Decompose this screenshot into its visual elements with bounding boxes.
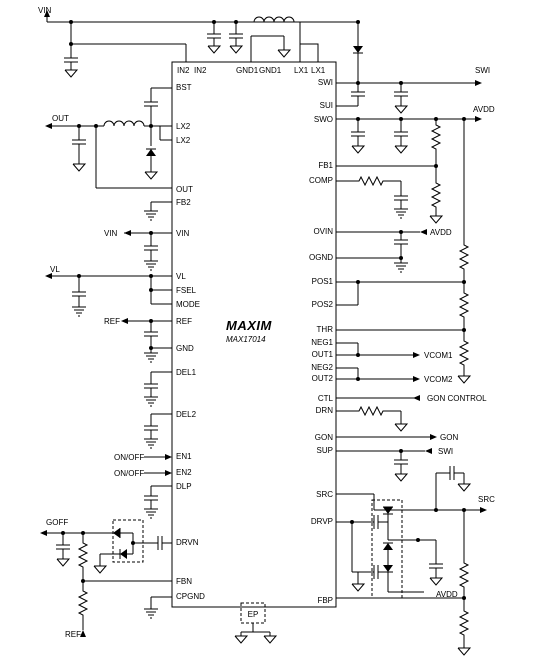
onoff2-label: ON/OFF	[114, 469, 144, 478]
avdd-label: AVDD	[473, 105, 495, 114]
pin-pos2: POS2	[312, 300, 334, 309]
pin-in2-b: IN2	[194, 66, 207, 75]
pin-thr: THR	[317, 325, 334, 334]
swi-net: SWI	[336, 66, 490, 114]
pin-drvn: DRVN	[176, 538, 199, 547]
ovin-net: AVDD	[336, 228, 452, 273]
out-label: OUT	[52, 114, 69, 123]
pin-sui: SUI	[320, 101, 333, 110]
pin-drn: DRN	[316, 406, 334, 415]
avdd-net: AVDD	[336, 105, 495, 384]
pin-lx1-a: LX1	[294, 66, 309, 75]
pin-neg2: NEG2	[311, 363, 333, 372]
pin-in2-a: IN2	[177, 66, 190, 75]
vl-label: VL	[50, 265, 60, 274]
pin-gnd1-b: GND1	[259, 66, 282, 75]
pin-src: SRC	[316, 490, 333, 499]
pin-gnd: GND	[176, 344, 194, 353]
pin-lx1-b: LX1	[311, 66, 326, 75]
pin-ep: EP	[248, 610, 259, 619]
src-net: SRC	[336, 465, 495, 656]
avdd-ovin-label: AVDD	[430, 228, 452, 237]
pin-out1: OUT1	[312, 350, 334, 359]
avdd-bottom-label: AVDD	[436, 590, 458, 599]
ref-bottom-label: REF	[65, 630, 81, 639]
pin-sup: SUP	[317, 446, 333, 455]
pin-fbn: FBN	[176, 577, 192, 586]
diode-d1	[353, 46, 363, 53]
pin-neg1: NEG1	[311, 338, 333, 347]
swi-label: SWI	[475, 66, 490, 75]
pin-ref: REF	[176, 317, 192, 326]
pin-en2: EN2	[176, 468, 192, 477]
gon-control-label: GON CONTROL	[427, 394, 487, 403]
pin-out: OUT	[176, 185, 193, 194]
pin-fbp: FBP	[317, 596, 333, 605]
pin-fsel: FSEL	[176, 286, 197, 295]
pin-fb1: FB1	[318, 161, 333, 170]
pin-gon: GON	[315, 433, 333, 442]
swi-sup-label: SWI	[438, 447, 453, 456]
vcom-nets: VCOM1 VCOM2	[336, 342, 453, 384]
src-label: SRC	[478, 495, 495, 504]
vcom1-label: VCOM1	[424, 351, 453, 360]
pin-ctl: CTL	[318, 394, 334, 403]
pin-vin: VIN	[176, 229, 190, 238]
pin-swo: SWO	[314, 115, 333, 124]
pin-comp: COMP	[309, 176, 333, 185]
pin-gnd1-a: GND1	[236, 66, 259, 75]
maxim-logo: MAXIM	[226, 318, 273, 333]
pin-lx2-a: LX2	[176, 122, 191, 131]
pin-bst: BST	[176, 83, 192, 92]
ic-body	[171, 61, 337, 608]
inductor-l1	[253, 16, 295, 23]
pin-mode: MODE	[176, 300, 200, 309]
pin-out2: OUT2	[312, 374, 334, 383]
pin-dlp: DLP	[176, 482, 192, 491]
drvn-charge-pump: GOFF REF	[40, 518, 172, 639]
vin-left-label: VIN	[104, 229, 118, 238]
pin-vl: VL	[176, 272, 186, 281]
goff-label: GOFF	[46, 518, 68, 527]
part-number: MAX17014	[226, 335, 266, 344]
pin-swi: SWI	[318, 78, 333, 87]
ref-left-label: REF	[104, 317, 120, 326]
pin-ovin: OVIN	[313, 227, 333, 236]
pin-cpgnd: CPGND	[176, 592, 205, 601]
inductor-l2	[103, 120, 145, 127]
onoff1-label: ON/OFF	[114, 453, 144, 462]
gon-label: GON	[440, 433, 458, 442]
vin-top-net: VIN	[38, 6, 363, 83]
vcom2-label: VCOM2	[424, 375, 453, 384]
comp-net	[336, 176, 409, 219]
pin-ognd: OGND	[309, 253, 333, 262]
pin-en1: EN1	[176, 452, 192, 461]
pin-fb2: FB2	[176, 198, 191, 207]
vin-top-label: VIN	[38, 6, 52, 15]
pin-del2: DEL2	[176, 410, 197, 419]
pin-drvp: DRVP	[311, 517, 333, 526]
drvp-charge-pump: AVDD	[336, 499, 458, 599]
pin-del1: DEL1	[176, 368, 197, 377]
out-net: OUT	[45, 114, 172, 189]
pin-pos1: POS1	[312, 277, 334, 286]
pin-lx2-b: LX2	[176, 136, 191, 145]
